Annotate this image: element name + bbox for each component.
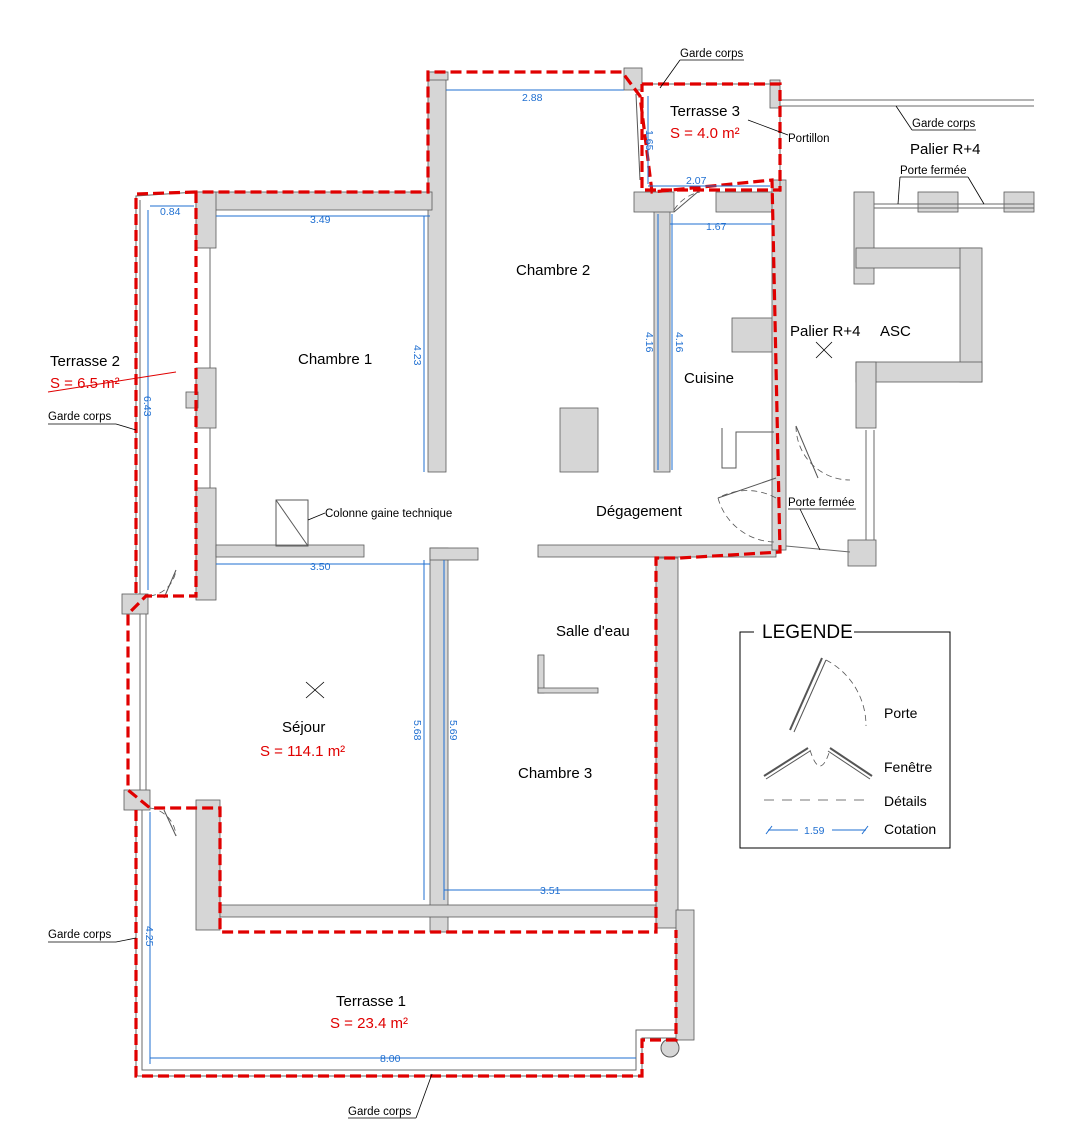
doors bbox=[149, 93, 851, 837]
dimension-lines bbox=[147, 89, 772, 1064]
dim-165: 1.65 bbox=[643, 130, 655, 151]
legend-details: Détails bbox=[884, 793, 927, 809]
label-palier-mid: Palier R+4 bbox=[790, 323, 860, 340]
note-garde-corps-t2: Garde corps bbox=[48, 411, 112, 423]
dim-350: 3.50 bbox=[310, 561, 331, 573]
terrasse-2-leader bbox=[47, 371, 177, 393]
label-chambre-1: Chambre 1 bbox=[298, 351, 372, 368]
legend-porte: Porte bbox=[884, 705, 918, 721]
annotations: Garde corps Garde corps Portillon Porte … bbox=[48, 48, 985, 1119]
cross-marks bbox=[305, 341, 833, 699]
legend-cotation: Cotation bbox=[884, 821, 936, 837]
surface-perimeter bbox=[126, 70, 782, 1078]
note-portillon: Portillon bbox=[788, 133, 830, 145]
dim-349: 3.49 bbox=[310, 214, 331, 226]
label-chambre-2: Chambre 2 bbox=[516, 262, 590, 279]
dim-569: 5.69 bbox=[447, 720, 459, 741]
label-terrasse-1: Terrasse 1 bbox=[336, 993, 406, 1010]
dim-084: 0.84 bbox=[160, 206, 181, 218]
area-sejour: S = 114.1 m² bbox=[260, 743, 345, 760]
area-terrasse-1: S = 23.4 m² bbox=[330, 1015, 408, 1032]
note-colonne: Colonne gaine technique bbox=[325, 508, 452, 520]
label-chambre-3: Chambre 3 bbox=[518, 765, 592, 782]
dim-800: 8.00 bbox=[380, 1053, 401, 1065]
label-terrasse-2: Terrasse 2 bbox=[50, 353, 120, 370]
dim-416a: 4.16 bbox=[643, 332, 655, 353]
label-cuisine: Cuisine bbox=[684, 370, 734, 387]
label-asc: ASC bbox=[880, 323, 911, 340]
legend-sample-dim: 1.59 bbox=[804, 825, 825, 837]
dim-425: 4.25 bbox=[143, 926, 155, 947]
dim-568: 5.68 bbox=[411, 720, 423, 741]
dim-207: 2.07 bbox=[686, 175, 707, 187]
label-palier-top: Palier R+4 bbox=[910, 141, 980, 158]
dim-167: 1.67 bbox=[706, 221, 727, 233]
note-garde-corps-t3: Garde corps bbox=[680, 48, 744, 60]
dim-643: 6.43 bbox=[141, 396, 153, 417]
legend: LEGENDE Porte Fenêtre Détails 1.59 Cotat… bbox=[739, 620, 951, 849]
walls bbox=[121, 67, 1035, 1058]
legend-title: LEGENDE bbox=[762, 622, 853, 643]
note-porte-fermee-top: Porte fermée bbox=[900, 165, 966, 177]
area-terrasse-3: S = 4.0 m² bbox=[670, 125, 740, 142]
dim-416b: 4.16 bbox=[673, 332, 685, 353]
note-porte-fermee-mid: Porte fermée bbox=[788, 497, 854, 509]
legend-fenetre: Fenêtre bbox=[884, 759, 932, 775]
label-salle-eau: Salle d'eau bbox=[556, 623, 630, 640]
dim-288: 2.88 bbox=[522, 92, 543, 104]
note-garde-corps-right: Garde corps bbox=[912, 118, 976, 130]
dimension-labels: 2.88 3.49 0.84 4.23 6.43 1.65 2.07 1.67 … bbox=[141, 92, 727, 1065]
railings bbox=[135, 83, 1034, 1077]
label-sejour: Séjour bbox=[282, 719, 325, 736]
area-terrasse-2: S = 6.5 m² bbox=[50, 375, 120, 392]
dim-351: 3.51 bbox=[540, 885, 561, 897]
label-terrasse-3: Terrasse 3 bbox=[670, 103, 740, 120]
note-garde-corps-t1-left: Garde corps bbox=[48, 929, 112, 941]
room-labels: Chambre 1 Chambre 2 Chambre 3 Cuisine Dé… bbox=[50, 103, 980, 1032]
dim-423: 4.23 bbox=[411, 345, 423, 366]
note-garde-corps-bottom: Garde corps bbox=[348, 1106, 412, 1118]
label-degagement: Dégagement bbox=[596, 503, 683, 520]
